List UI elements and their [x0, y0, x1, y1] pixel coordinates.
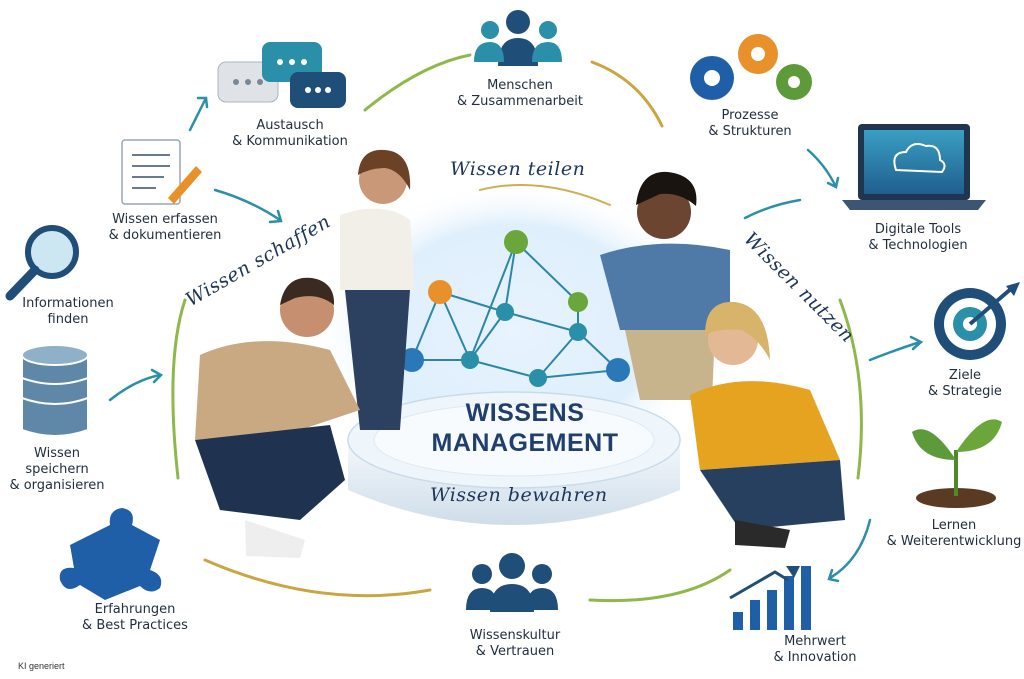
people-group-icon	[466, 553, 558, 612]
node-label-mehrwert: Mehrwert & Innovation	[773, 634, 857, 665]
network-nodes	[400, 230, 630, 387]
arc-segment	[203, 558, 432, 598]
arrow-head	[196, 96, 209, 109]
phase-label-teilen: Wissen teilen	[450, 158, 586, 180]
central-platform	[347, 391, 681, 525]
person-man-right	[600, 171, 730, 400]
arrow	[806, 148, 837, 187]
arc-segment	[590, 60, 664, 128]
arc-segment	[171, 298, 187, 480]
arrow	[188, 98, 207, 132]
network-node	[461, 351, 479, 369]
knowledge-network	[411, 241, 619, 379]
arrow	[828, 518, 872, 580]
network-node	[504, 230, 528, 254]
network-node	[400, 348, 424, 372]
arrow	[108, 373, 162, 402]
platform-inner	[373, 403, 655, 477]
bar-chart-growth-icon	[729, 566, 811, 630]
network-edges	[411, 241, 619, 379]
chat-bubbles-icon	[217, 42, 346, 108]
center-title-line2: MANAGEMENT	[431, 429, 619, 457]
arrow-head	[150, 368, 164, 384]
node-label-menschen: Menschen & Zusammenarbeit	[457, 78, 583, 109]
laptop-cloud-icon	[842, 124, 986, 210]
node-label-erfahrungen: Erfahrungen & Best Practices	[82, 602, 188, 633]
node-label-prozesse: Prozesse & Strukturen	[708, 108, 792, 139]
target-arrow-icon	[934, 282, 1020, 360]
center-title-line1: WISSENS	[465, 399, 585, 427]
arrow	[743, 198, 802, 220]
network-node	[428, 280, 452, 304]
puzzle-piece-icon	[59, 508, 162, 600]
gears-icon	[690, 34, 812, 100]
arrow-head	[826, 176, 840, 189]
network-node	[606, 358, 630, 382]
database-icon	[21, 344, 89, 437]
arrow-head	[909, 335, 924, 351]
person-woman-left	[340, 149, 415, 430]
node-label-kultur: Wissenskultur & Vertrauen	[469, 628, 561, 659]
node-label-informationen: Informationen finden	[22, 296, 114, 327]
network-node	[569, 323, 587, 341]
person-man-left	[195, 277, 360, 558]
node-label-austausch: Austausch & Kommunikation	[232, 118, 348, 149]
document-pencil-icon	[121, 139, 202, 205]
plant-sprout-icon	[912, 419, 1002, 508]
arrow	[868, 340, 922, 362]
arrow-head	[268, 209, 283, 224]
network-node	[496, 303, 514, 321]
node-label-ziele: Ziele & Strategie	[928, 368, 1002, 399]
node-label-lernen: Lernen & Weiterentwicklung	[886, 518, 1022, 549]
magnifier-icon	[5, 225, 79, 301]
flow-arrows	[108, 96, 924, 583]
arc-segment	[363, 53, 472, 112]
network-node	[529, 369, 547, 387]
people-group-icon	[474, 10, 562, 66]
arrow	[213, 188, 282, 222]
arc-segment	[838, 298, 863, 480]
node-label-erfassen: Wissen erfassen & dokumentieren	[108, 212, 222, 243]
arc-segment	[588, 568, 732, 603]
ai-generated-note: KI generiert	[18, 661, 65, 671]
network-node	[568, 292, 588, 312]
node-label-speichern: Wissen speichern & organisieren	[9, 446, 105, 493]
phase-label-bewahren: Wissen bewahren	[430, 484, 608, 506]
person-woman-right	[690, 301, 845, 548]
node-label-tools: Digitale Tools & Technologien	[868, 222, 968, 253]
center-title: WISSENS MANAGEMENT	[400, 398, 650, 458]
arrow-head	[827, 568, 840, 583]
